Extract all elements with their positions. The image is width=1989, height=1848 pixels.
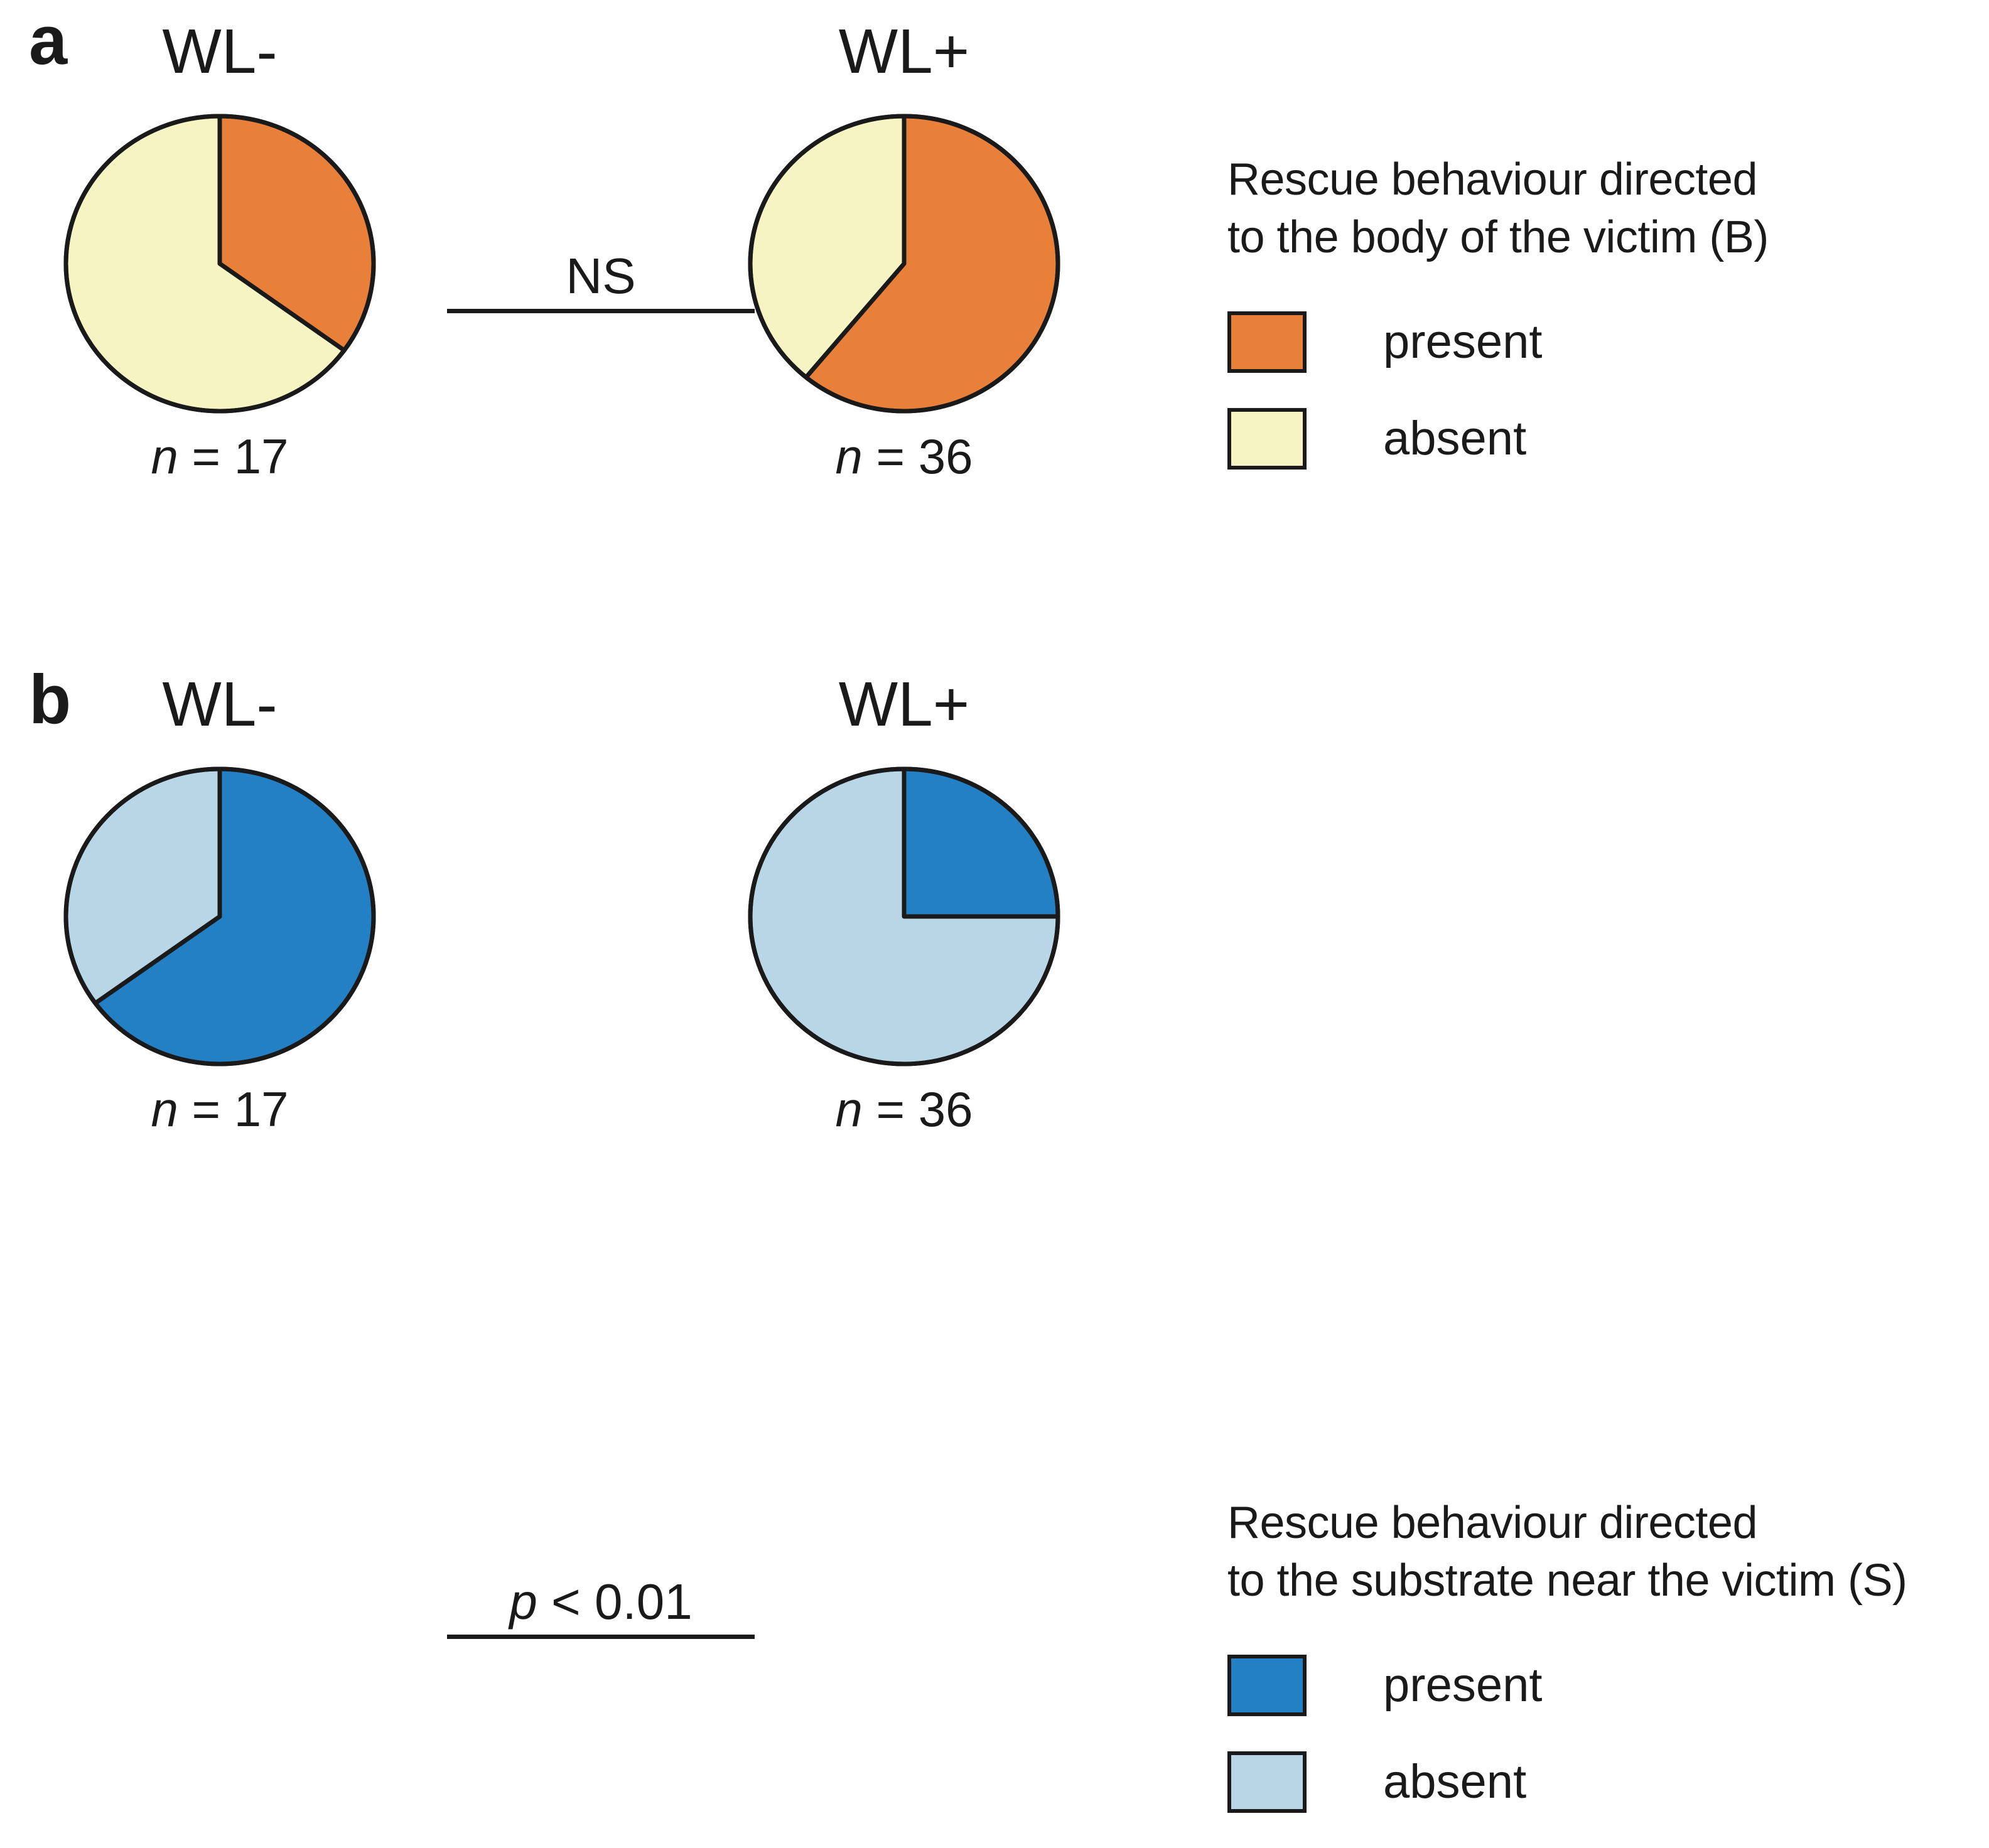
significance-label-b: p < 0.01 (447, 1577, 755, 1627)
p-value: < 0.01 (537, 1574, 693, 1630)
sample-size-b-wl-plus: n = 36 (703, 1085, 1105, 1134)
n-value: = 17 (178, 429, 289, 484)
pie-chart-a-wl-minus (57, 107, 383, 421)
legend-swatch-present-icon (1227, 311, 1307, 373)
panel-b: b WL- n = 17 p < 0.01 WL+ (0, 653, 1989, 1813)
legend-label-present-a: present (1383, 315, 1543, 369)
legend-a: Rescue behaviour directed to the body of… (1227, 151, 1981, 505)
sample-size-a-wl-minus: n = 17 (19, 432, 421, 481)
legend-row-absent-b: absent (1227, 1751, 1981, 1813)
legend-title-b: Rescue behaviour directed to the substra… (1227, 1498, 1907, 1606)
n-value: = 36 (862, 429, 973, 484)
n-symbol: n (151, 429, 178, 484)
n-value: = 36 (862, 1082, 973, 1137)
pie-outline (63, 766, 376, 1066)
group-title-b-wl-minus: WL- (162, 669, 278, 739)
group-title-a-wl-minus: WL- (162, 16, 278, 87)
pie-chart-b-wl-minus (57, 760, 383, 1073)
legend-row-present-a: present (1227, 311, 1981, 373)
legend-label-absent-a: absent (1383, 412, 1527, 466)
pie-group-a-wl-minus: WL- n = 17 (19, 19, 421, 481)
connector-line-b (447, 1635, 755, 1639)
pie-outline (748, 766, 1060, 1066)
group-title-a-wl-plus: WL+ (838, 16, 970, 87)
pie-group-a-wl-plus: WL+ n = 36 (703, 19, 1105, 481)
n-symbol: n (835, 429, 863, 484)
legend-row-present-b: present (1227, 1655, 1981, 1717)
significance-connector-b: p < 0.01 (447, 1577, 755, 1639)
panel-letter-a: a (29, 2, 67, 79)
pie-svg-a-wl-plus (748, 114, 1060, 414)
legend-swatch-present-icon (1227, 1655, 1307, 1717)
pie-svg-b-wl-minus (63, 766, 376, 1066)
significance-connector-a: NS (447, 251, 755, 313)
legend-items-b: present absent (1227, 1655, 1981, 1813)
sample-size-b-wl-minus: n = 17 (19, 1085, 421, 1134)
legend-label-absent-b: absent (1383, 1755, 1527, 1809)
n-symbol: n (151, 1082, 178, 1137)
pie-group-b-wl-plus: WL+ n = 36 (703, 672, 1105, 1134)
connector-line-a (447, 309, 755, 313)
pie-chart-a-wl-plus (741, 107, 1067, 421)
significance-label-a: NS (566, 248, 636, 304)
group-title-b-wl-plus: WL+ (838, 669, 970, 739)
pie-outline (748, 114, 1060, 414)
panel-letter-b: b (29, 661, 71, 738)
legend-b: Rescue behaviour directed to the substra… (1227, 1494, 1981, 1848)
legend-swatch-absent-icon (1227, 1751, 1307, 1813)
panel-a: a WL- n = 17 NS WL+ (0, 0, 1989, 647)
pie-svg-a-wl-minus (63, 114, 376, 414)
n-value: = 17 (178, 1082, 289, 1137)
p-symbol: p (509, 1574, 537, 1630)
sample-size-a-wl-plus: n = 36 (703, 432, 1105, 481)
pie-chart-b-wl-plus (741, 760, 1067, 1073)
legend-swatch-absent-icon (1227, 408, 1307, 470)
legend-row-absent-a: absent (1227, 408, 1981, 470)
n-symbol: n (835, 1082, 863, 1137)
pie-svg-b-wl-plus (748, 766, 1060, 1066)
legend-title-a: Rescue behaviour directed to the body of… (1227, 154, 1769, 263)
legend-label-present-b: present (1383, 1658, 1543, 1712)
legend-items-a: present absent (1227, 311, 1981, 470)
pie-outline (63, 114, 376, 414)
pie-group-b-wl-minus: WL- n = 17 (19, 672, 421, 1134)
